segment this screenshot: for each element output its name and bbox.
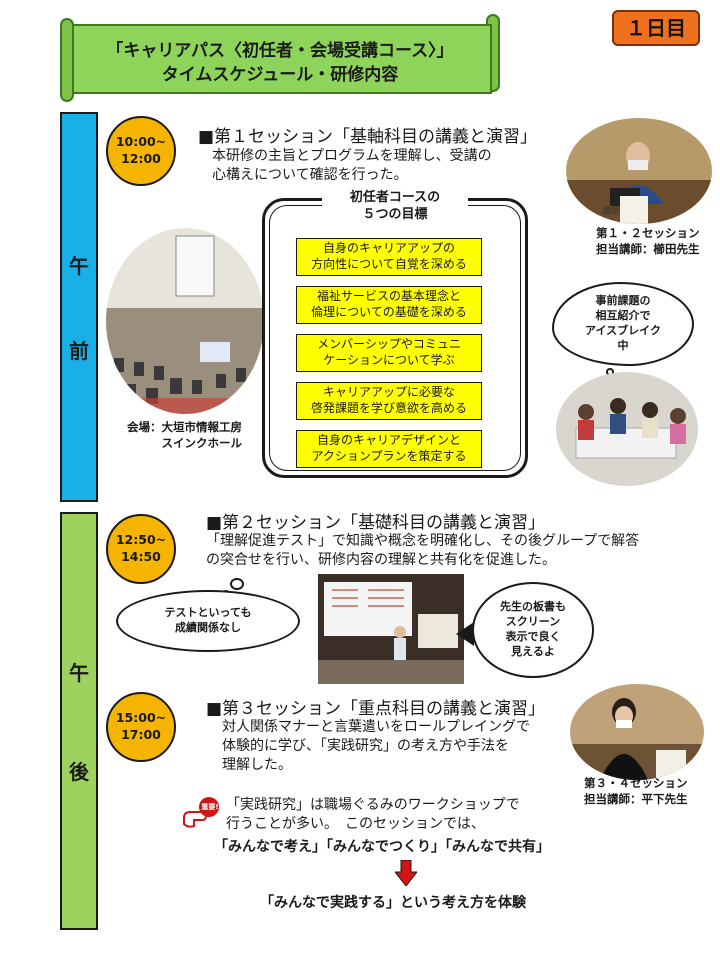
session1-time-end: 12:00 [121, 151, 161, 166]
goal-5-line1: 自身のキャリアデザインと [316, 433, 461, 448]
lecturer2-caption: 第３・４セッション 担当講師：平下先生 [584, 776, 688, 807]
day-badge: １日目 [612, 10, 700, 46]
session2-time: 12:50~ 14:50 [106, 514, 176, 584]
pointing-hand-icon [183, 797, 219, 828]
banner-title-line1: 「キャリアパス〈初任者・会場受講コース〉」 [106, 41, 454, 61]
note-line2: 行うことが多い。 このセッションでは、 [226, 815, 485, 832]
board-cloud-line3: 表示で良く [505, 630, 561, 643]
afternoon-char-2: 後 [69, 760, 89, 784]
goal-5-line2: アクションプランを策定する [311, 449, 467, 463]
note-text: 「実践研究」は職場ぐるみのワークショップで 行うことが多い。 このセッションでは… [226, 796, 520, 834]
icebreak-line4: 中 [617, 338, 629, 352]
scroll-roll-left [60, 18, 74, 102]
test-cloud-bubble-large [230, 578, 244, 590]
lecturer2-photo [570, 684, 704, 780]
goal-item-5: 自身のキャリアデザインとアクションプランを策定する [296, 430, 482, 468]
note-keywords: 「みんなで考え」「みんなでつくり」「みんなで共有」 [214, 839, 550, 855]
session3-text-line2: 体験的に学び、「実践研究」の考え方や手法を [222, 737, 509, 754]
board-cloud-line1: 先生の板書も [500, 600, 566, 614]
lecturer2-illustration [570, 684, 704, 780]
down-arrow-icon [393, 859, 419, 887]
afternoon-char-1: 午 [69, 661, 89, 685]
goal-item-1: 自身のキャリアアップの方向性について自覚を深める [296, 238, 482, 276]
venue-photo [106, 228, 264, 414]
morning-char-1: 午 [69, 254, 89, 278]
red-arrow [393, 859, 419, 887]
board-cloud-line2: スクリーン [505, 615, 561, 629]
icebreak-line3: アイスブレイク [585, 324, 661, 337]
goal-item-3: メンバーシップやコミュニケーションについて学ぶ [296, 334, 482, 372]
goal-item-2: 福祉サービスの基本理念と倫理についての基礎を深める [296, 286, 482, 324]
session1-text-line2: 心構えについて確認を行った。 [212, 166, 408, 183]
podium-sign: 講師 [601, 207, 620, 217]
venue-caption-line1: 会場：大垣市情報工房 [127, 420, 242, 434]
session2-time-start: 12:50~ [115, 532, 167, 548]
session1-time: 10:00~ 12:00 [106, 116, 176, 186]
groupwork-illustration [556, 372, 698, 486]
session3-text-line3: 理解した。 [222, 756, 292, 773]
board-cloud-line4: 見えるよ [511, 644, 555, 658]
test-cloud-line2: 成績関係なし [175, 621, 241, 634]
session1-text: 本研修の主旨とプログラムを理解し、受講の 心構えについて確認を行った。 [212, 147, 492, 185]
afternoon-band: 午 後 [60, 512, 98, 930]
session1-title: ■第１セッション「基軸科目の講義と演習」 [198, 127, 538, 147]
conclusion-text: 「みんなで実践する」という考え方を体験 [260, 895, 526, 911]
test-cloud-line1: テストといっても [164, 606, 252, 620]
goal-4-line1: キャリアアップに必要な [322, 385, 455, 400]
goal-item-4: キャリアアップに必要な啓発課題を学び意欲を高める [296, 382, 482, 420]
board-cloud-pointer [456, 622, 474, 646]
goal-2-line2: 倫理についての基礎を深める [311, 305, 467, 319]
icebreak-line2: 相互紹介で [595, 309, 651, 323]
goals-title-line2: ５つの目標 [362, 206, 428, 222]
session2-text-line1: 「理解促進テスト」で知識や概念を明確化し、その後グループで解答 [206, 533, 640, 549]
goal-3-line2: ケーションについて学ぶ [323, 353, 455, 367]
lecturer1-caption-line1: 第１・２セッション [596, 226, 700, 240]
goal-2-line1: 福祉サービスの基本理念と [316, 289, 461, 304]
important-pointer-icon [180, 796, 220, 830]
venue-caption-line2: スインクホール [161, 435, 243, 450]
session3-title: ■第３セッション「重点科目の講義と演習」 [206, 699, 546, 719]
title-banner: 「キャリアパス〈初任者・会場受講コース〉」 タイムスケジュール・研修内容 [60, 14, 500, 102]
icebreak-line1: 事前課題の [595, 294, 651, 308]
session3-text-line1: 対人関係マナーと言葉遣いをロールプレイングで [222, 719, 530, 735]
session3-time: 15:00~ 17:00 [106, 692, 176, 762]
lecturer1-illustration [566, 118, 712, 224]
session2-text: 「理解促進テスト」で知識や概念を明確化し、その後グループで解答 の突合せを行い、… [206, 532, 639, 570]
session1-time-start: 10:00~ [115, 134, 167, 150]
lecturer2-caption-line2: 担当講師：平下先生 [584, 791, 688, 806]
session3-text: 対人関係マナーと言葉遣いをロールプレイングで 体験的に学び、「実践研究」の考え方… [222, 718, 530, 775]
important-label: 重要! [201, 803, 219, 811]
session3-time-end: 17:00 [121, 727, 161, 742]
lecturer1-caption: 第１・２セッション 担当講師：櫛田先生 [596, 226, 700, 257]
goal-4-line2: 啓発課題を学び意欲を高める [310, 401, 467, 415]
banner-title-line2: タイムスケジュール・研修内容 [161, 65, 399, 85]
lecturer1-photo [566, 118, 712, 224]
classroom-photo [318, 574, 464, 684]
classroom-illustration [318, 574, 464, 684]
venue-illustration [106, 228, 264, 414]
venue-caption: 会場：大垣市情報工房 スインクホール [116, 420, 242, 451]
groupwork-photo [556, 372, 698, 486]
session1-text-line1: 本研修の主旨とプログラムを理解し、受講の [212, 148, 492, 164]
banner-body [68, 24, 492, 94]
goals-title: 初任者コースの ５つの目標 [322, 190, 468, 224]
goal-3-line1: メンバーシップやコミュニ [317, 337, 461, 352]
session3-time-start: 15:00~ [115, 710, 167, 726]
lecturer1-caption-line2: 担当講師：櫛田先生 [596, 241, 700, 256]
test-cloud: テストといっても 成績関係なし [116, 590, 300, 652]
session2-title: ■第２セッション「基礎科目の講義と演習」 [206, 513, 546, 533]
session2-text-line2: の突合せを行い、研修内容の理解と共有化を促進した。 [206, 551, 556, 568]
morning-band: 午 前 [60, 112, 98, 502]
session2-time-end: 14:50 [121, 549, 161, 564]
icebreak-cloud: 事前課題の 相互紹介で アイスブレイク 中 [552, 282, 694, 366]
lecturer2-caption-line1: 第３・４セッション [584, 776, 688, 790]
board-cloud: 先生の板書も スクリーン 表示で良く 見えるよ [472, 582, 594, 678]
goals-title-line1: 初任者コースの [349, 190, 441, 205]
goal-1-line2: 方向性について自覚を深める [311, 257, 467, 271]
morning-char-2: 前 [69, 339, 89, 363]
note-line1: 「実践研究」は職場ぐるみのワークショップで [226, 797, 520, 813]
goal-1-line1: 自身のキャリアアップの [322, 241, 455, 256]
